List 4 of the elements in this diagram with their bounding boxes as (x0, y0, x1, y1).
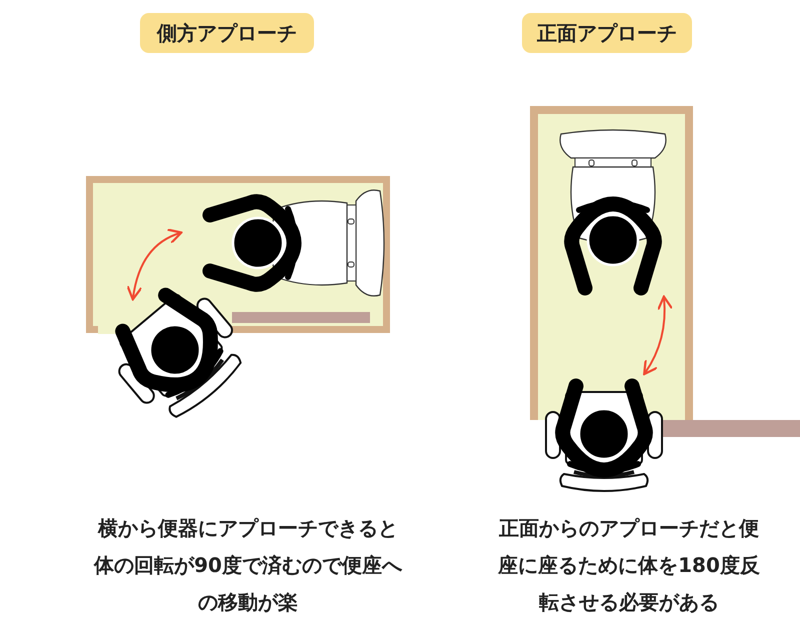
caption-text: 正面からのアプローチだと便座に座るために体を180度反転させる必要がある (496, 515, 761, 616)
title-badge: 側方アプローチ (140, 13, 314, 53)
title-badge: 正面アプローチ (522, 13, 692, 53)
caption-text: 横から便器にアプローチできると体の回転が90度で済むので便座への移動が楽 (94, 515, 402, 616)
